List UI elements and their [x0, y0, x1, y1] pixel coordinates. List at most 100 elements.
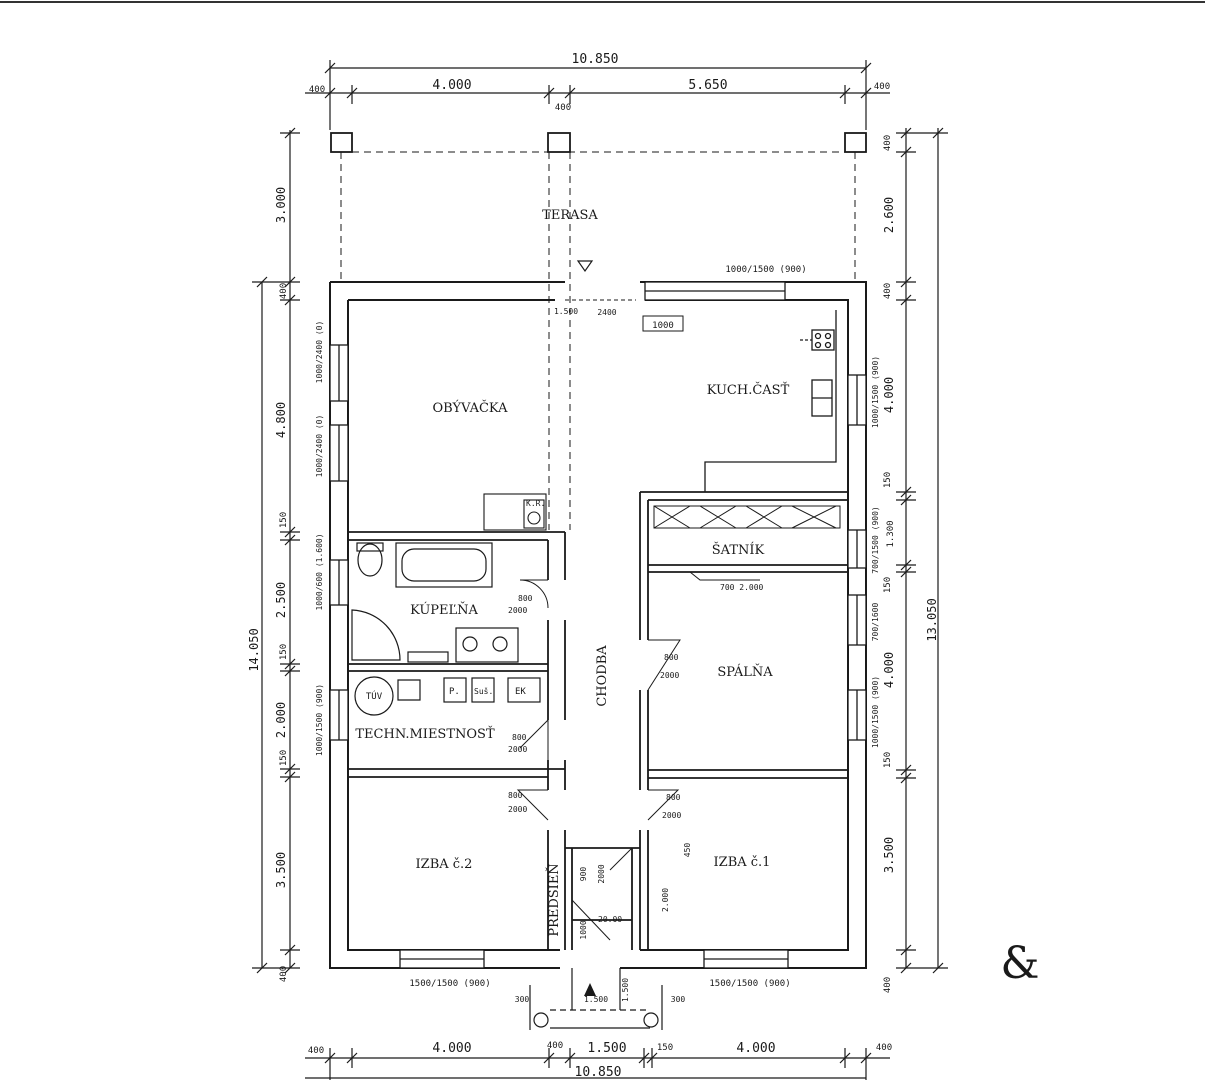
fixture-p: P. [449, 687, 460, 697]
bathroom-fixtures [351, 542, 519, 663]
door-label-closet: 700 2.000 [720, 583, 764, 592]
porch-post-left [533, 1012, 549, 1028]
toilet-icon [357, 543, 383, 577]
entry-porch [529, 968, 663, 1030]
dim-left-wall-bottom: 400 [279, 966, 289, 982]
fixture-sus: Suš. [474, 686, 493, 696]
room-label-terasa: TERASA [542, 208, 598, 223]
level-marker-icon [576, 260, 594, 273]
dim-left-tech: 2.000 [274, 702, 288, 738]
window-label-bath: 1000/600 (1.600) [315, 533, 324, 610]
window-label-bottom-left: 1500/1500 (900) [409, 979, 490, 989]
terrace-pillar-mid [547, 132, 571, 153]
dim-bottom-wall-b: 150 [657, 1043, 673, 1053]
door-label-room2-a: 800 [508, 791, 523, 800]
window-label-living-1: 1000/2400 (0) [315, 321, 324, 384]
porch-post-right [643, 1012, 659, 1028]
door-label-tech-b: 2000 [508, 745, 527, 754]
dim-right-wall-c: 150 [883, 577, 893, 593]
top-dimension-lines [305, 60, 890, 130]
fixture-tuv: TÚV [366, 690, 383, 702]
dim-right-wall-a: 400 [883, 283, 893, 299]
door-entry [571, 899, 611, 941]
door-label-tech-a: 800 [512, 733, 527, 742]
dim-left-living: 4.800 [274, 402, 288, 438]
doors [516, 299, 760, 941]
door-label-terrace-a: 1.500 [554, 307, 578, 316]
dim-bottom-wall-a: 400 [547, 1041, 563, 1051]
ek-box [507, 677, 541, 703]
terrace-pillar-right [844, 132, 867, 153]
logo-watermark: & [1000, 938, 1039, 989]
water-heater-icon [354, 676, 394, 716]
double-sink-icon [455, 627, 519, 663]
dim-right-terrace: 2.600 [882, 197, 896, 233]
dim-porch-mid: 1.500 [584, 995, 608, 1004]
window-label-bedroom-1: 700/1600 [871, 603, 880, 642]
fixture-kr: K.R. [526, 499, 545, 508]
dim-porch-right: 300 [671, 995, 686, 1004]
door-closet [689, 571, 760, 581]
window-label-living-2: 1000/2400 (0) [315, 415, 324, 478]
shower-icon [351, 609, 401, 661]
dim-right-wall-d: 150 [883, 752, 893, 768]
door-bath [519, 579, 549, 609]
window-label-kitchen: 1000/1500 (900) [871, 356, 880, 428]
dim-bottom-left-wall: 400 [308, 1046, 324, 1056]
dim-porch-left: 300 [515, 995, 530, 1004]
door-label-bath-b: 2000 [508, 606, 527, 615]
dim-room1-inner: 2.000 [661, 888, 670, 912]
door-room1 [647, 789, 680, 821]
room-label-izba1: IZBA č.1 [714, 855, 771, 870]
room-label-satnik: ŠATNÍK [712, 541, 765, 558]
dim-right-wall-b: 150 [883, 472, 893, 488]
dim-top-left-wall: 400 [309, 85, 325, 95]
dim-top-mid-wall: 400 [555, 103, 571, 113]
dim-right-wall-top: 400 [883, 135, 893, 151]
window-label-closet: 700/1500 (900) [871, 506, 880, 573]
door-predsien [609, 847, 633, 871]
dim-left-bath: 2.500 [274, 582, 288, 618]
door-label-terrace-b: 2400 [597, 308, 616, 317]
left-dimension-lines [252, 127, 300, 974]
dim-bottom-mid-bay: 1.500 [587, 1041, 626, 1056]
dim-right-bedroom: 4.000 [882, 652, 896, 688]
terrace [330, 132, 867, 530]
dim-left-wall-top: 400 [279, 283, 289, 299]
right-dimension-lines [896, 127, 948, 974]
door-label-bedroom-b: 2000 [660, 671, 679, 680]
door-label-room1-a: 800 [666, 793, 681, 802]
wardrobe-fixture [653, 505, 841, 529]
kitchen-counter [704, 310, 837, 492]
dim-left-wall-a: 150 [279, 512, 289, 528]
room-label-techn: TECHN.MIESTNOSŤ [355, 726, 495, 742]
dim-top-total: 10.850 [572, 52, 619, 67]
window-label-bedroom-2: 1000/1500 (900) [871, 676, 880, 748]
room-label-chodba: CHODBA [595, 645, 610, 707]
room-label-obyvacka: OBÝVAČKA [433, 399, 509, 416]
windows [329, 281, 867, 969]
dim-left-room2: 3.500 [274, 852, 288, 888]
entrance-arrow-icon [584, 983, 596, 996]
door-label-bath-a: 800 [518, 594, 533, 603]
dim-top-left-bay: 4.000 [432, 78, 471, 93]
bottom-dimension-lines [305, 1048, 890, 1080]
stove-icon [811, 329, 835, 351]
room-label-kupelna: KÚPEĽŇA [410, 601, 478, 618]
dim-left-wall-c: 150 [279, 750, 289, 766]
kitchen-tag-box [642, 315, 684, 332]
room-label-izba2: IZBA č.2 [416, 857, 473, 872]
door-label-bedroom-a: 800 [664, 653, 679, 662]
dim-right-total: 13.050 [925, 598, 939, 641]
window-label-terrace: 1000/1500 (900) [725, 265, 806, 275]
dim-porch-side: 1.500 [621, 978, 630, 1002]
dryer-box [471, 677, 495, 703]
door-room2 [516, 789, 549, 821]
terrace-pillar-left [330, 132, 353, 153]
kitchen-tag: 1000 [652, 321, 674, 331]
dim-right-closet: 1.300 [886, 520, 896, 547]
window-label-bottom-right: 1500/1500 (900) [709, 979, 790, 989]
dim-top-right-bay: 5.650 [688, 78, 727, 93]
dim-right-kitchen: 4.000 [882, 377, 896, 413]
